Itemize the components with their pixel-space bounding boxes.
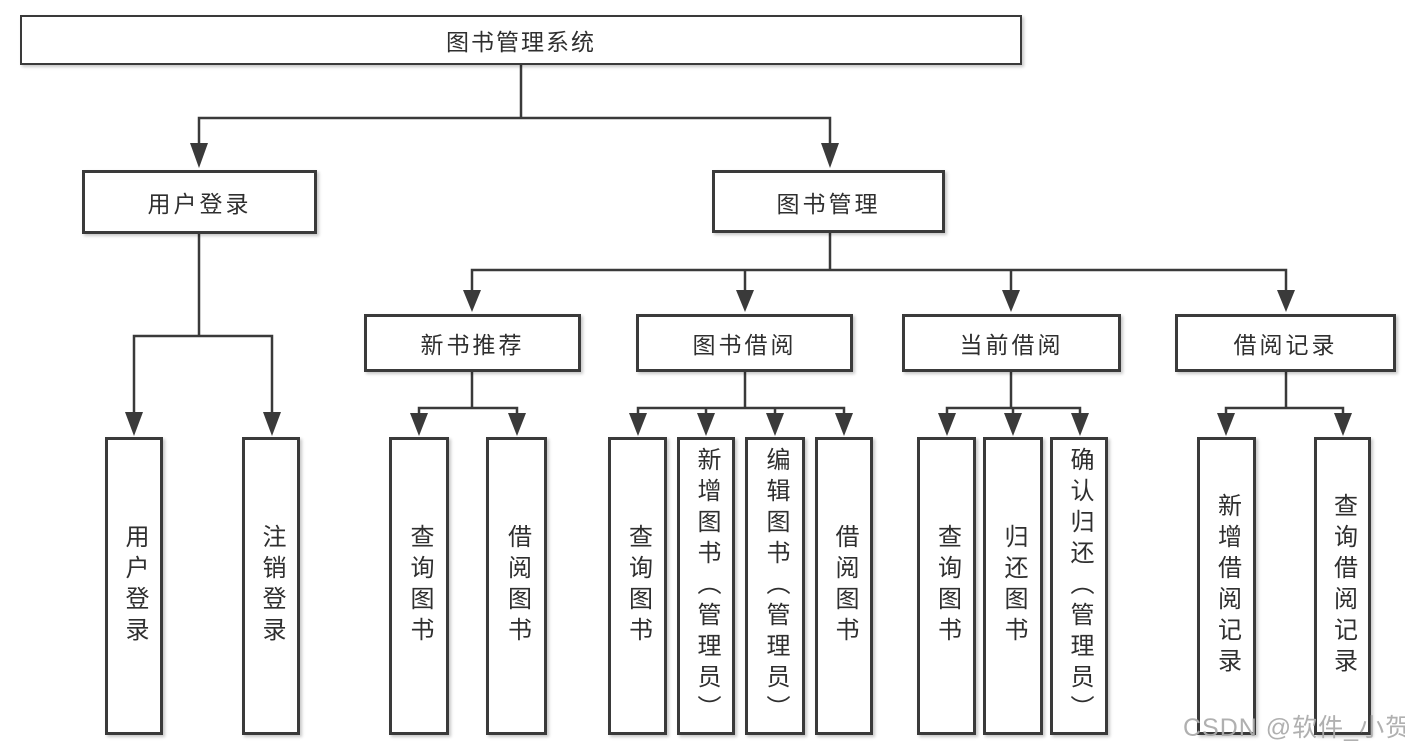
leaf-edit-books-admin-label: 编辑图书（管理员） xyxy=(762,446,789,726)
arrow-down-icon xyxy=(1334,413,1352,436)
leaf-user-login-label: 用户登录 xyxy=(121,524,148,648)
arrow-down-icon xyxy=(821,143,839,168)
arrow-down-icon xyxy=(736,290,754,312)
node-borrowing-records: 借阅记录 xyxy=(1175,314,1396,372)
arrow-down-icon xyxy=(697,413,715,436)
connector-new-book-split xyxy=(417,372,519,414)
leaf-borrow-books-recommend-label: 借阅图书 xyxy=(503,524,531,648)
node-book-management: 图书管理 xyxy=(712,170,945,233)
leaf-add-borrow-record-label: 新增借阅记录 xyxy=(1213,493,1241,679)
leaf-add-borrow-record: 新增借阅记录 xyxy=(1197,437,1256,735)
leaf-query-borrow-record: 查询借阅记录 xyxy=(1314,437,1371,735)
leaf-query-books-borrowing: 查询图书 xyxy=(608,437,667,735)
leaf-add-books-admin: 新增图书（管理员） xyxy=(677,437,735,735)
node-borrowing-records-label: 借阅记录 xyxy=(1233,332,1338,358)
leaf-return-books-label: 归还图书 xyxy=(1000,524,1027,648)
arrow-down-icon xyxy=(410,413,428,436)
node-current-borrowing: 当前借阅 xyxy=(902,314,1121,372)
leaf-query-books-recommend-label: 查询图书 xyxy=(406,524,433,648)
node-new-book-recommend: 新书推荐 xyxy=(364,314,581,372)
arrow-down-icon xyxy=(463,290,481,312)
leaf-query-books-current-label: 查询图书 xyxy=(933,524,961,648)
leaf-edit-books-admin: 编辑图书（管理员） xyxy=(745,437,805,735)
leaf-logout-login: 注销登录 xyxy=(242,437,300,735)
leaf-borrow-books-label: 借阅图书 xyxy=(831,524,858,648)
leaf-confirm-return-admin: 确认归还（管理员） xyxy=(1050,437,1108,735)
arrow-down-icon xyxy=(508,413,526,436)
arrow-down-icon xyxy=(1277,290,1295,312)
leaf-add-books-admin-label: 新增图书（管理员） xyxy=(693,446,720,726)
arrow-down-icon xyxy=(1217,413,1235,436)
leaf-return-books: 归还图书 xyxy=(983,437,1043,735)
leaf-borrow-books-recommend: 借阅图书 xyxy=(486,437,547,735)
arrow-down-icon xyxy=(835,413,853,436)
connector-book-management-split xyxy=(470,233,1288,291)
node-current-borrowing-label: 当前借阅 xyxy=(959,332,1064,358)
leaf-query-books-recommend: 查询图书 xyxy=(389,437,449,735)
connector-root-split xyxy=(197,116,832,144)
leaf-confirm-return-admin-label: 确认归还（管理员） xyxy=(1066,446,1093,726)
leaf-logout-login-label: 注销登录 xyxy=(258,524,285,648)
node-user-login-label: 用户登录 xyxy=(147,191,252,217)
leaf-borrow-books: 借阅图书 xyxy=(815,437,873,735)
connector-borrow-records-split xyxy=(1224,372,1345,414)
node-book-borrowing: 图书借阅 xyxy=(636,314,853,372)
arrow-down-icon xyxy=(1002,290,1020,312)
arrow-down-icon xyxy=(766,413,784,436)
connector-current-borrow-split xyxy=(945,372,1082,414)
connector-user-login-split xyxy=(132,234,274,413)
node-new-book-recommend-label: 新书推荐 xyxy=(420,332,525,358)
arrow-down-icon xyxy=(263,412,281,436)
leaf-user-login: 用户登录 xyxy=(105,437,163,735)
node-user-login: 用户登录 xyxy=(82,170,317,234)
arrow-down-icon xyxy=(190,143,208,168)
leaf-query-books-current: 查询图书 xyxy=(917,437,976,735)
node-root: 图书管理系统 xyxy=(20,15,1022,65)
arrow-down-icon xyxy=(1071,413,1089,436)
arrow-down-icon xyxy=(629,413,647,436)
leaf-query-books-borrowing-label: 查询图书 xyxy=(624,524,652,648)
arrow-down-icon xyxy=(125,412,143,436)
leaf-query-borrow-record-label: 查询借阅记录 xyxy=(1329,493,1357,679)
connector-book-borrow-split xyxy=(636,372,846,414)
node-book-management-label: 图书管理 xyxy=(776,190,881,217)
arrow-down-icon xyxy=(1004,413,1022,436)
node-root-label: 图书管理系统 xyxy=(446,29,596,55)
arrow-down-icon xyxy=(938,413,956,436)
watermark: CSDN @软件_小贺同学 xyxy=(1183,714,1405,742)
node-book-borrowing-label: 图书借阅 xyxy=(692,332,797,358)
